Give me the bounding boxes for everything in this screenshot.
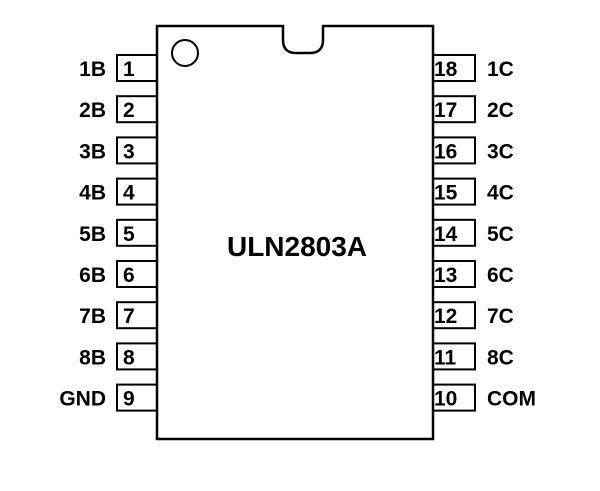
pin-label: COM (487, 388, 536, 411)
pin-number: 16 (434, 140, 457, 163)
pin-box (116, 342, 158, 371)
pin-label: GND (59, 388, 106, 411)
pin-label: 5B (79, 223, 106, 246)
pin-label: 7B (79, 305, 106, 328)
pin-box (116, 95, 158, 124)
pin-number: 9 (123, 388, 135, 411)
pin-number: 8 (123, 346, 135, 369)
pin-number: 13 (434, 264, 457, 287)
pin-box (432, 95, 476, 124)
pin-12: 12 7C (432, 301, 514, 330)
pin-number: 12 (434, 305, 457, 328)
pin-number: 4 (123, 182, 135, 205)
pin-number: 18 (434, 58, 458, 81)
pin-box (116, 54, 158, 82)
left-pins-group: 1 1B 2 2B 3 3B 4 4B 5 5B 6 6B 7 7B 8 8B 9 GND (59, 54, 158, 412)
pin-16: 16 3C (432, 136, 514, 165)
pin-2: 2 2B (79, 95, 158, 124)
pin-label: 5C (487, 223, 514, 246)
pin-label: 4B (79, 182, 106, 205)
pin-number: 2 (123, 99, 135, 122)
pin-label: 3C (487, 140, 514, 163)
pin1-marker-circle (171, 39, 199, 67)
pin-10: 10 COM (432, 383, 536, 412)
pin-17: 17 2C (432, 95, 514, 124)
pin-5: 5 5B (79, 218, 158, 247)
pin-box (116, 383, 158, 412)
pin-14: 14 5C (432, 218, 514, 247)
pin-box (432, 218, 476, 247)
pin-label: 8B (79, 346, 106, 369)
pin-label: 8C (487, 346, 514, 369)
pin-box (432, 136, 476, 165)
pin-number: 10 (434, 388, 457, 411)
pin-box (432, 177, 476, 206)
pin-label: 7C (487, 305, 514, 328)
pin-box (116, 218, 158, 247)
pin-number: 11 (434, 346, 457, 369)
right-pins-group: 18 1C 17 2C 16 3C 15 4C 14 5C 13 6C 12 7C 11 8C 10 COM (432, 54, 536, 412)
pin-label: 6B (79, 264, 106, 287)
pin-label: 2B (79, 99, 106, 122)
pin-11: 11 8C (432, 342, 514, 371)
pin-label: 4C (487, 182, 514, 205)
pin-9: 9 GND (59, 383, 158, 412)
pin-6: 6 6B (79, 260, 158, 288)
pin-label: 1C (487, 58, 514, 81)
pin-label: 2C (487, 99, 514, 122)
pin-number: 14 (434, 223, 458, 246)
pin-3: 3 3B (79, 136, 158, 165)
pin-box (116, 136, 158, 165)
pin-label: 3B (79, 140, 106, 163)
pin-number: 3 (123, 140, 135, 163)
chip-notch (281, 26, 325, 55)
pin-8: 8 8B (79, 342, 158, 371)
chip-part-number: ULN2803A (227, 231, 367, 262)
pin-number: 15 (434, 182, 458, 205)
pin-number: 17 (434, 99, 457, 122)
pin-4: 4 4B (79, 177, 158, 206)
pin-number: 7 (123, 305, 135, 328)
pin-15: 15 4C (432, 177, 514, 206)
pin-label: 1B (79, 58, 106, 81)
pin-1: 1 1B (79, 54, 158, 82)
pin-18: 18 1C (432, 54, 514, 82)
pin-7: 7 7B (79, 301, 158, 330)
pin-number: 1 (123, 58, 135, 81)
pin-number: 5 (123, 223, 135, 246)
chip-body: ULN2803A (155, 24, 435, 441)
pin-label: 6C (487, 264, 514, 287)
pin-13: 13 6C (432, 260, 514, 288)
pin-number: 6 (123, 264, 135, 287)
